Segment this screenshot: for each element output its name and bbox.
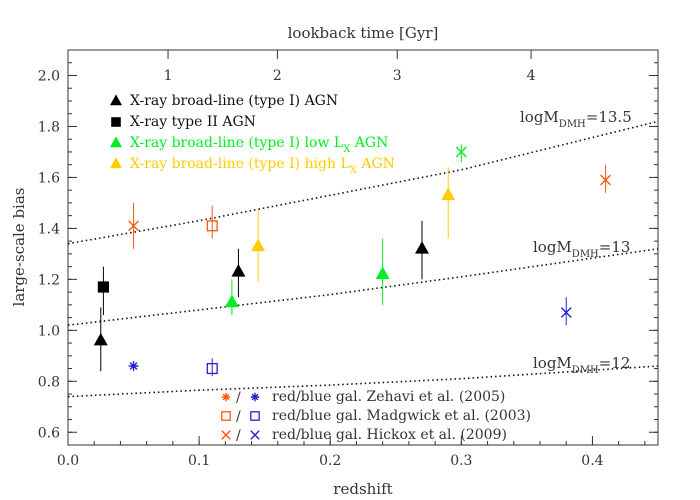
y-tick-label: 2.0 bbox=[38, 68, 60, 84]
y-tick-label: 1.6 bbox=[38, 170, 60, 186]
legend-entry: X-ray broad-line (type I) low LX AGN bbox=[130, 135, 388, 155]
legend-marker bbox=[110, 157, 122, 169]
data-point bbox=[251, 238, 266, 252]
legend-marker bbox=[221, 411, 231, 421]
top-tick-label: 3 bbox=[393, 68, 402, 84]
y-tick-label: 1.8 bbox=[38, 119, 60, 135]
legend-marker bbox=[111, 117, 121, 127]
data-point bbox=[600, 174, 611, 186]
legend-marker bbox=[250, 411, 260, 421]
model-line-label: logMDMH=13.5 bbox=[520, 108, 632, 130]
legend-entry: red/blue gal. Madgwick et al. (2003) bbox=[272, 408, 531, 424]
legend-entry: red/blue gal. Hickox et al. (2009) bbox=[272, 427, 507, 443]
legend-marker bbox=[221, 392, 231, 402]
data-point bbox=[224, 294, 239, 308]
y-tick-label: 0.6 bbox=[38, 425, 60, 441]
x-tick-label: 0.3 bbox=[450, 453, 472, 469]
legend-entry: X-ray broad-line (type I) high LX AGN bbox=[130, 156, 395, 176]
legend-slash: / bbox=[236, 428, 241, 444]
top-tick-label: 2 bbox=[273, 68, 282, 84]
data-point bbox=[128, 220, 139, 232]
legend-entry: red/blue gal. Zehavi et al. (2005) bbox=[272, 389, 505, 405]
model-line-0 bbox=[67, 120, 659, 245]
x-axis-label: redshift bbox=[333, 480, 392, 498]
model-line-label: logMDMH=12 bbox=[533, 354, 630, 376]
data-point bbox=[231, 264, 246, 277]
x-tick-label: 0.0 bbox=[57, 453, 79, 469]
data-point bbox=[441, 187, 456, 201]
y-tick-label: 1.4 bbox=[38, 221, 60, 237]
legend-slash: / bbox=[236, 409, 241, 425]
legend-marker bbox=[110, 94, 122, 106]
legend-slash: / bbox=[236, 390, 241, 406]
top-tick-label: 1 bbox=[164, 68, 173, 84]
y-tick-label: 1.0 bbox=[38, 323, 60, 339]
legend-entry: X-ray type II AGN bbox=[130, 114, 256, 130]
x-tick-label: 0.2 bbox=[319, 453, 341, 469]
data-point bbox=[206, 220, 218, 232]
model-line-2 bbox=[67, 365, 659, 398]
data-point bbox=[97, 281, 109, 293]
y-axis-label: large-scale bias bbox=[10, 188, 28, 307]
legend-marker bbox=[221, 430, 231, 440]
legend-entry: X-ray broad-line (type I) AGN bbox=[130, 93, 338, 109]
data-point bbox=[128, 361, 139, 371]
legend-marker bbox=[250, 392, 260, 402]
plot-frame bbox=[67, 49, 659, 446]
y-tick-label: 1.2 bbox=[38, 272, 60, 288]
data-point bbox=[415, 241, 429, 254]
x-tick-label: 0.4 bbox=[581, 453, 603, 469]
model-line-label: logMDMH=13 bbox=[533, 238, 630, 260]
data-point bbox=[375, 266, 390, 280]
top-tick-label: 4 bbox=[527, 68, 536, 84]
legend-marker bbox=[110, 136, 122, 148]
x-tick-label: 0.1 bbox=[188, 453, 210, 469]
y-tick-label: 0.8 bbox=[38, 374, 60, 390]
data-point bbox=[560, 307, 572, 318]
legend-marker bbox=[250, 430, 260, 440]
data-point bbox=[93, 332, 108, 346]
model-line-1 bbox=[67, 248, 659, 326]
top-axis-label: lookback time [Gyr] bbox=[288, 24, 439, 42]
data-point bbox=[455, 146, 467, 158]
data-point bbox=[206, 362, 218, 375]
